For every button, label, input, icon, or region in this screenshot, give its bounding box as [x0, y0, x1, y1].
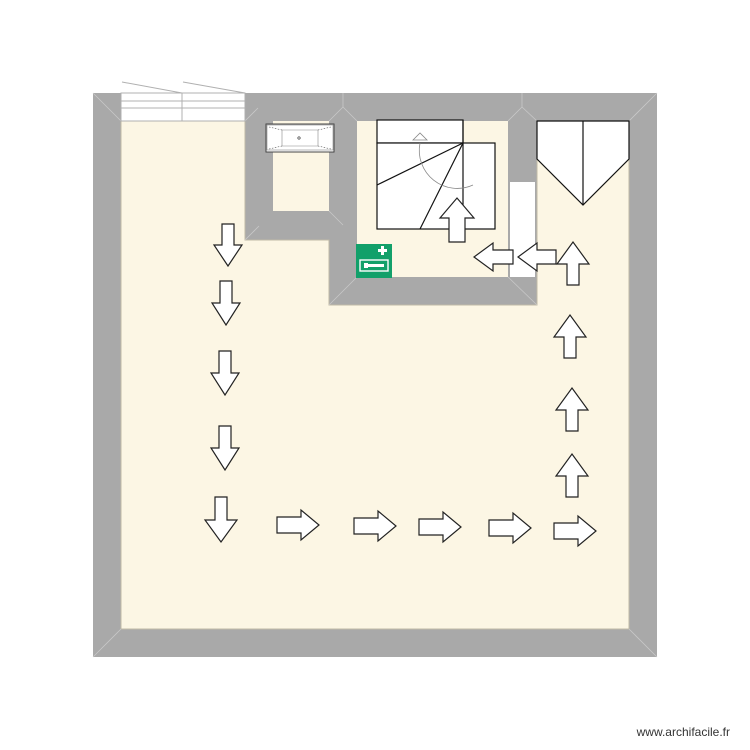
evacuation-arrows-up	[552, 240, 591, 498]
evacuation-arrows-right	[276, 508, 597, 548]
evacuation-arrows-left	[472, 241, 557, 273]
wall-miter-lines	[92, 92, 658, 658]
bathtub	[265, 123, 335, 153]
window	[120, 81, 246, 122]
evacuation-arrows-down	[203, 223, 244, 544]
first-aid-sign-icon	[356, 244, 392, 278]
watermark[interactable]: www.archifacile.fr	[636, 725, 730, 739]
evacuation-arrow-stair-up	[438, 197, 476, 243]
staircase	[376, 119, 496, 230]
double-door	[536, 120, 630, 206]
